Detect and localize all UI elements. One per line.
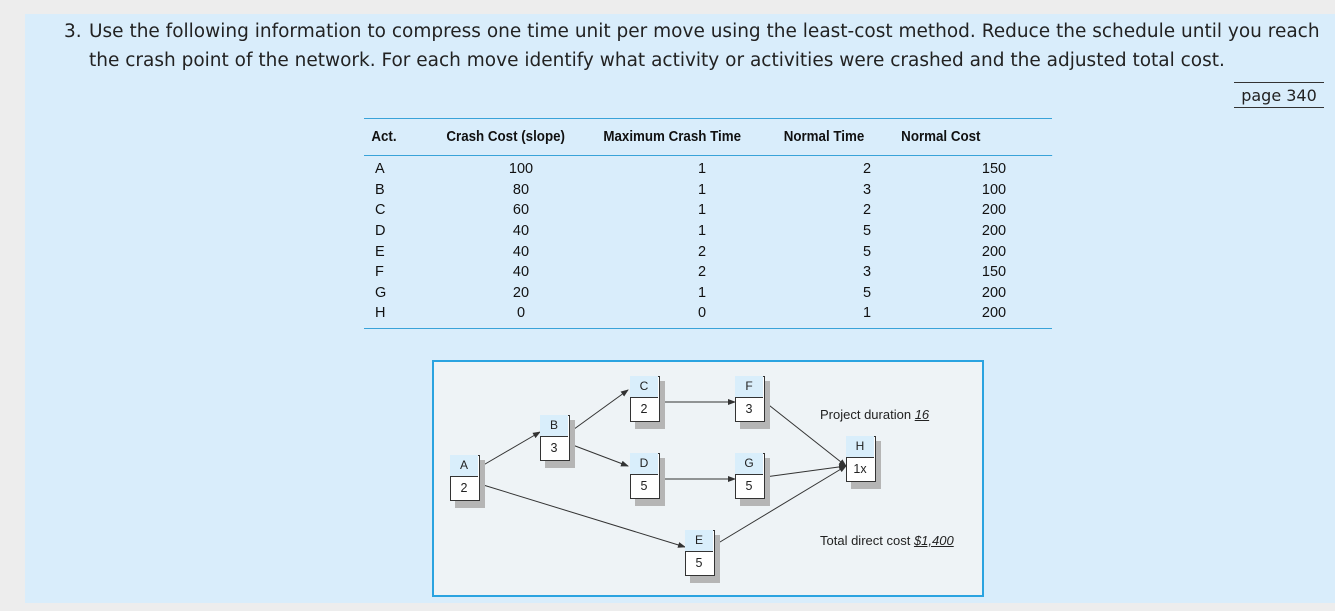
node-a-label: A	[450, 455, 478, 477]
cell-max-crash-time: 1	[697, 181, 707, 198]
cell-normal-cost: 100	[981, 181, 1007, 198]
cell-crash-cost: 0	[516, 305, 526, 322]
node-f-label: F	[735, 376, 763, 398]
question-number: 3.	[64, 21, 82, 42]
project-duration-value: 16	[914, 407, 930, 422]
cell-act: D	[375, 223, 386, 240]
cell-crash-cost: 80	[512, 181, 530, 198]
arrow-b-c	[569, 389, 629, 433]
total-cost-value: $1,400	[913, 533, 954, 548]
network-arrows	[479, 389, 847, 548]
cell-normal-cost: 200	[981, 243, 1007, 260]
activity-table: Act. Crash Cost (slope) Maximum Crash Ti…	[364, 118, 1053, 329]
cell-max-crash-time: 1	[697, 223, 707, 240]
cell-normal-cost: 200	[981, 305, 1007, 322]
node-g-label: G	[735, 453, 763, 475]
cell-act: F	[375, 264, 384, 281]
header-max-crash-time: Maximum Crash Time	[603, 129, 742, 145]
cell-act: H	[375, 305, 386, 322]
arrow-b-d	[569, 443, 629, 467]
node-e-label: E	[685, 530, 713, 552]
cell-normal-time: 2	[862, 202, 872, 219]
cell-normal-time: 3	[862, 181, 872, 198]
total-cost-label: Total direct cost	[820, 533, 911, 548]
question-body: Use the following information to compres…	[89, 21, 1320, 71]
node-c-label: C	[630, 376, 658, 398]
question-text: 3. Use the following information to comp…	[64, 17, 1330, 75]
total-direct-cost: Total direct cost $1,400	[820, 533, 954, 548]
cell-act: G	[375, 284, 387, 301]
cell-normal-cost: 200	[981, 223, 1007, 240]
node-a-duration: 2	[460, 481, 468, 495]
network-diagram: A 2 B 3 C 2 D 5 E 5 F 3 G 5 H 1x Project…	[432, 360, 984, 597]
cell-normal-time: 3	[862, 264, 872, 281]
cell-act: C	[375, 202, 386, 219]
cell-act: E	[375, 243, 385, 260]
node-b-duration: 3	[550, 441, 558, 455]
cell-normal-time: 5	[862, 284, 872, 301]
header-act: Act.	[371, 129, 397, 145]
cell-crash-cost: 40	[512, 223, 530, 240]
cell-normal-cost: 200	[981, 284, 1007, 301]
table-row: F 40 2 3 150	[364, 262, 1052, 283]
table-row: A 100 1 2 150	[364, 159, 1052, 180]
cell-normal-time: 5	[862, 243, 872, 260]
cell-max-crash-time: 1	[697, 284, 707, 301]
cell-max-crash-time: 0	[697, 305, 707, 322]
header-crash-cost: Crash Cost (slope)	[446, 129, 565, 145]
cell-crash-cost: 40	[512, 264, 530, 281]
cell-normal-cost: 150	[981, 161, 1007, 178]
cell-max-crash-time: 2	[697, 264, 707, 281]
node-g-duration: 5	[745, 479, 753, 493]
project-duration-label: Project duration	[820, 407, 912, 422]
project-duration: Project duration 16	[820, 407, 929, 422]
cell-normal-cost: 200	[981, 202, 1007, 219]
node-c-duration: 2	[640, 402, 648, 416]
table-row: D 40 1 5 200	[364, 221, 1052, 242]
table-row: E 40 2 5 200	[364, 241, 1052, 262]
cell-normal-time: 5	[862, 223, 872, 240]
cell-act: A	[375, 161, 385, 178]
header-normal-cost: Normal Cost	[901, 129, 981, 145]
node-b-label: B	[540, 415, 568, 437]
cell-crash-cost: 100	[508, 161, 534, 178]
node-h-label: H	[846, 436, 874, 458]
node-e-duration: 5	[695, 556, 703, 570]
arrow-e-h	[714, 465, 847, 546]
cell-crash-cost: 60	[512, 202, 530, 219]
table-header: Act. Crash Cost (slope) Maximum Crash Ti…	[364, 119, 1053, 156]
node-f-duration: 3	[745, 402, 753, 416]
cell-act: B	[375, 181, 385, 198]
table-row: C 60 1 2 200	[364, 200, 1052, 221]
node-h-duration: 1x	[853, 462, 867, 476]
table-row: H 0 0 1 200	[364, 303, 1052, 324]
arrow-g-h	[764, 463, 847, 478]
arrow-a-b	[479, 431, 541, 468]
page-reference: page 340	[1234, 82, 1324, 108]
arrow-f-h	[764, 401, 847, 467]
cell-max-crash-time: 1	[697, 161, 707, 178]
node-d-duration: 5	[640, 479, 648, 493]
cell-normal-time: 1	[862, 305, 872, 322]
header-normal-time: Normal Time	[783, 129, 865, 145]
cell-crash-cost: 20	[512, 284, 530, 301]
table-row: G 20 1 5 200	[364, 283, 1052, 304]
cell-normal-time: 2	[862, 161, 872, 178]
cell-max-crash-time: 1	[697, 202, 707, 219]
table-row: B 80 1 3 100	[364, 180, 1052, 201]
arrow-a-e	[479, 483, 686, 548]
node-d-label: D	[630, 453, 658, 475]
cell-max-crash-time: 2	[697, 243, 707, 260]
cell-crash-cost: 40	[512, 243, 530, 260]
cell-normal-cost: 150	[981, 264, 1007, 281]
